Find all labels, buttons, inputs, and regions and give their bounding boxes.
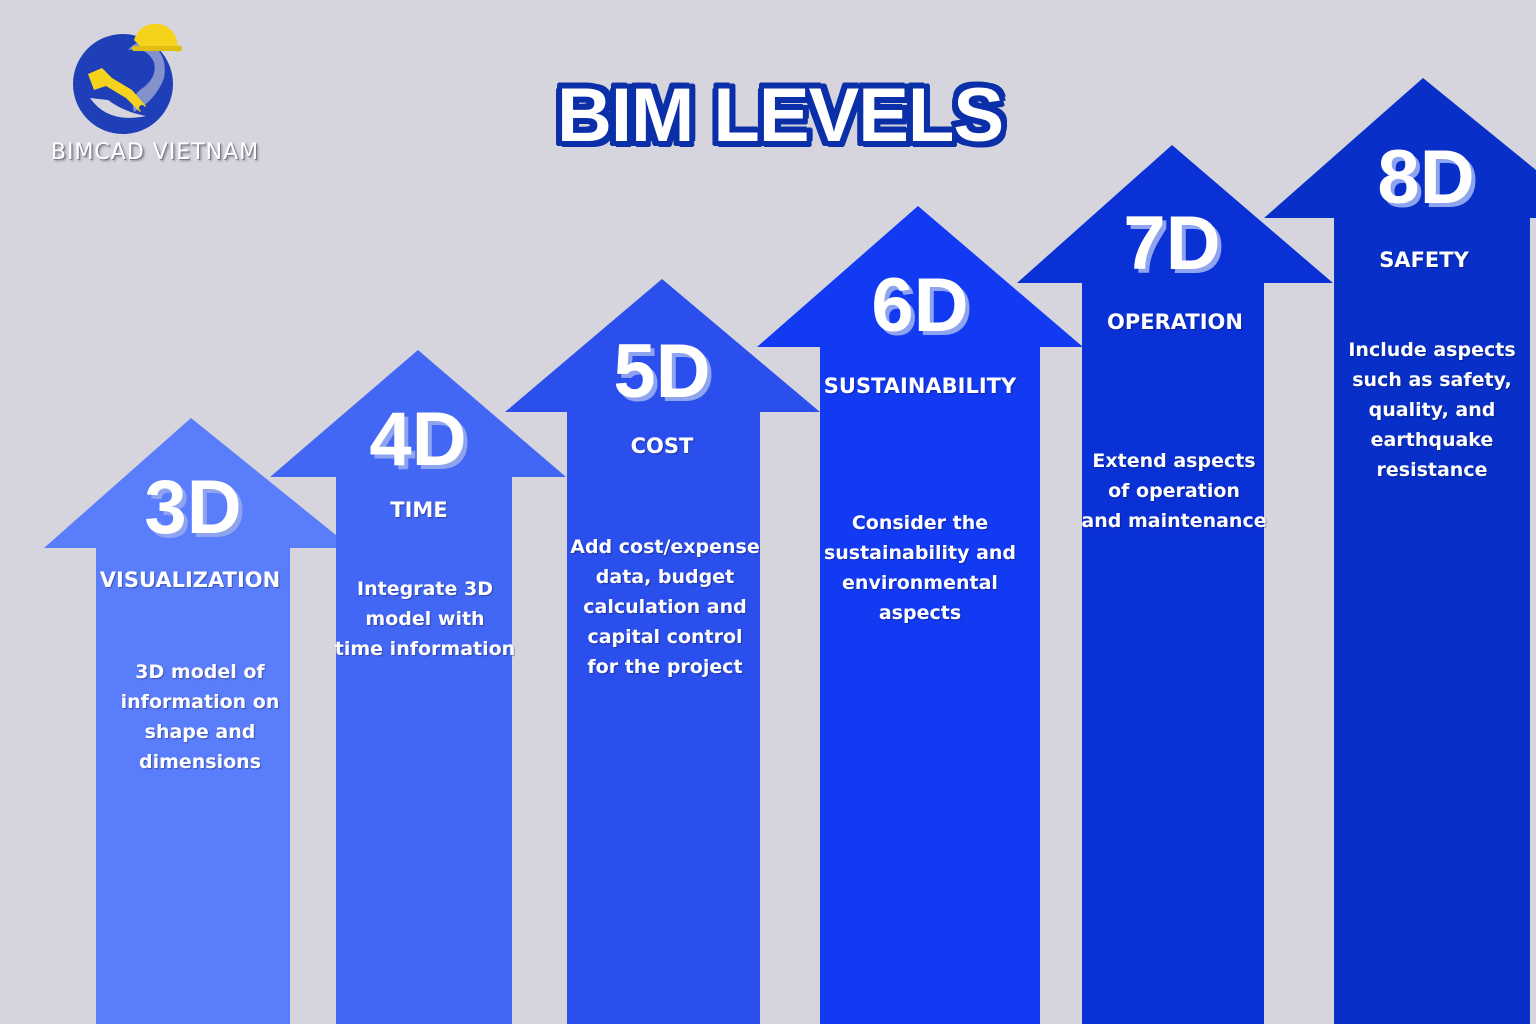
brand-name: BIMCAD VIETNAM bbox=[50, 140, 260, 165]
level-description-line: information on bbox=[120, 691, 280, 713]
level-description-line: quality, and bbox=[1368, 399, 1496, 421]
level-description-line: sustainability and bbox=[823, 542, 1017, 564]
level-description-line: such as safety, bbox=[1352, 369, 1512, 391]
level-description-line: model with bbox=[365, 608, 485, 630]
level-description-line: Extend aspects bbox=[1092, 450, 1256, 472]
level-description-line: Integrate 3D bbox=[357, 578, 493, 600]
level-description-line: and maintenance bbox=[1081, 510, 1267, 532]
level-code: 7D bbox=[1123, 201, 1221, 286]
level-description-line: resistance bbox=[1376, 459, 1488, 481]
level-description-line: data, budget bbox=[595, 566, 735, 588]
arrow-3d-shape bbox=[44, 418, 352, 1024]
arrow-6d-shape bbox=[757, 206, 1083, 1024]
level-description-line: shape and bbox=[144, 721, 256, 743]
level-5d-name-wrap: COST bbox=[567, 436, 757, 457]
level-code: 5D bbox=[613, 329, 711, 414]
level-7d-name-wrap: OPERATION bbox=[1082, 312, 1268, 333]
level-description-line: earthquake bbox=[1370, 429, 1494, 451]
level-6d-name-wrap: SUSTAINABILITY bbox=[812, 376, 1028, 397]
arrow-5d-shape bbox=[505, 279, 820, 1024]
level-4d: 4D bbox=[320, 402, 516, 478]
level-description-line: Add cost/expense bbox=[570, 536, 760, 558]
level-description-line: Consider the bbox=[851, 512, 989, 534]
level-description-line: 3D model of bbox=[135, 661, 265, 683]
level-description-line: calculation and bbox=[583, 596, 747, 618]
level-name: SAFETY bbox=[1379, 248, 1469, 272]
brand-logo: BIMCAD VIETNAM bbox=[10, 20, 300, 180]
page-title: BIM LEVELS bbox=[556, 73, 1004, 158]
arrow-4d-shape bbox=[270, 350, 566, 1024]
level-code: 3D bbox=[144, 465, 242, 550]
arrow-7d-shape bbox=[1017, 145, 1333, 1024]
level-5d-desc-wrap: Add cost/expense data, budget calculatio… bbox=[562, 532, 768, 682]
level-8d-desc-wrap: Include aspects such as safety, quality,… bbox=[1334, 335, 1530, 485]
level-3d-desc-wrap: 3D model of information on shape and dim… bbox=[100, 657, 300, 777]
level-name: SUSTAINABILITY bbox=[823, 374, 1017, 398]
level-description-line: Include aspects bbox=[1348, 339, 1516, 361]
level-name: TIME bbox=[390, 498, 448, 522]
level-3d-name-wrap: VISUALIZATION bbox=[60, 570, 320, 591]
level-6d-desc-wrap: Consider the sustainability and environm… bbox=[815, 508, 1025, 628]
level-code: 6D bbox=[871, 263, 969, 348]
level-description-line: environmental bbox=[842, 572, 998, 594]
level-4d-name-wrap: TIME bbox=[336, 500, 502, 521]
arrow-8d-shape bbox=[1264, 78, 1536, 1024]
level-name: COST bbox=[630, 434, 694, 458]
level-7d: 7D bbox=[1072, 206, 1272, 282]
level-description-line: of operation bbox=[1108, 480, 1240, 502]
level-7d-desc-wrap: Extend aspects of operation and maintena… bbox=[1078, 446, 1270, 536]
level-5d: 5D bbox=[564, 334, 760, 410]
level-8d-name-wrap: SAFETY bbox=[1334, 250, 1514, 271]
level-code: 4D bbox=[369, 397, 467, 482]
level-description-line: for the project bbox=[587, 656, 743, 678]
level-description-line: dimensions bbox=[138, 751, 262, 773]
level-6d: 6D bbox=[820, 268, 1020, 344]
hardhat-wrench-globe-logo-icon bbox=[73, 23, 182, 134]
level-8d: 8D bbox=[1326, 140, 1526, 216]
level-name: VISUALIZATION bbox=[99, 568, 281, 592]
level-name: OPERATION bbox=[1107, 310, 1243, 334]
level-3d: 3D bbox=[96, 470, 290, 546]
level-description-line: capital control bbox=[587, 626, 743, 648]
level-code: 8D bbox=[1377, 135, 1475, 220]
level-description-line: aspects bbox=[878, 602, 962, 624]
level-4d-desc-wrap: Integrate 3D model with time information bbox=[330, 574, 520, 664]
level-description-line: time information bbox=[334, 638, 516, 660]
